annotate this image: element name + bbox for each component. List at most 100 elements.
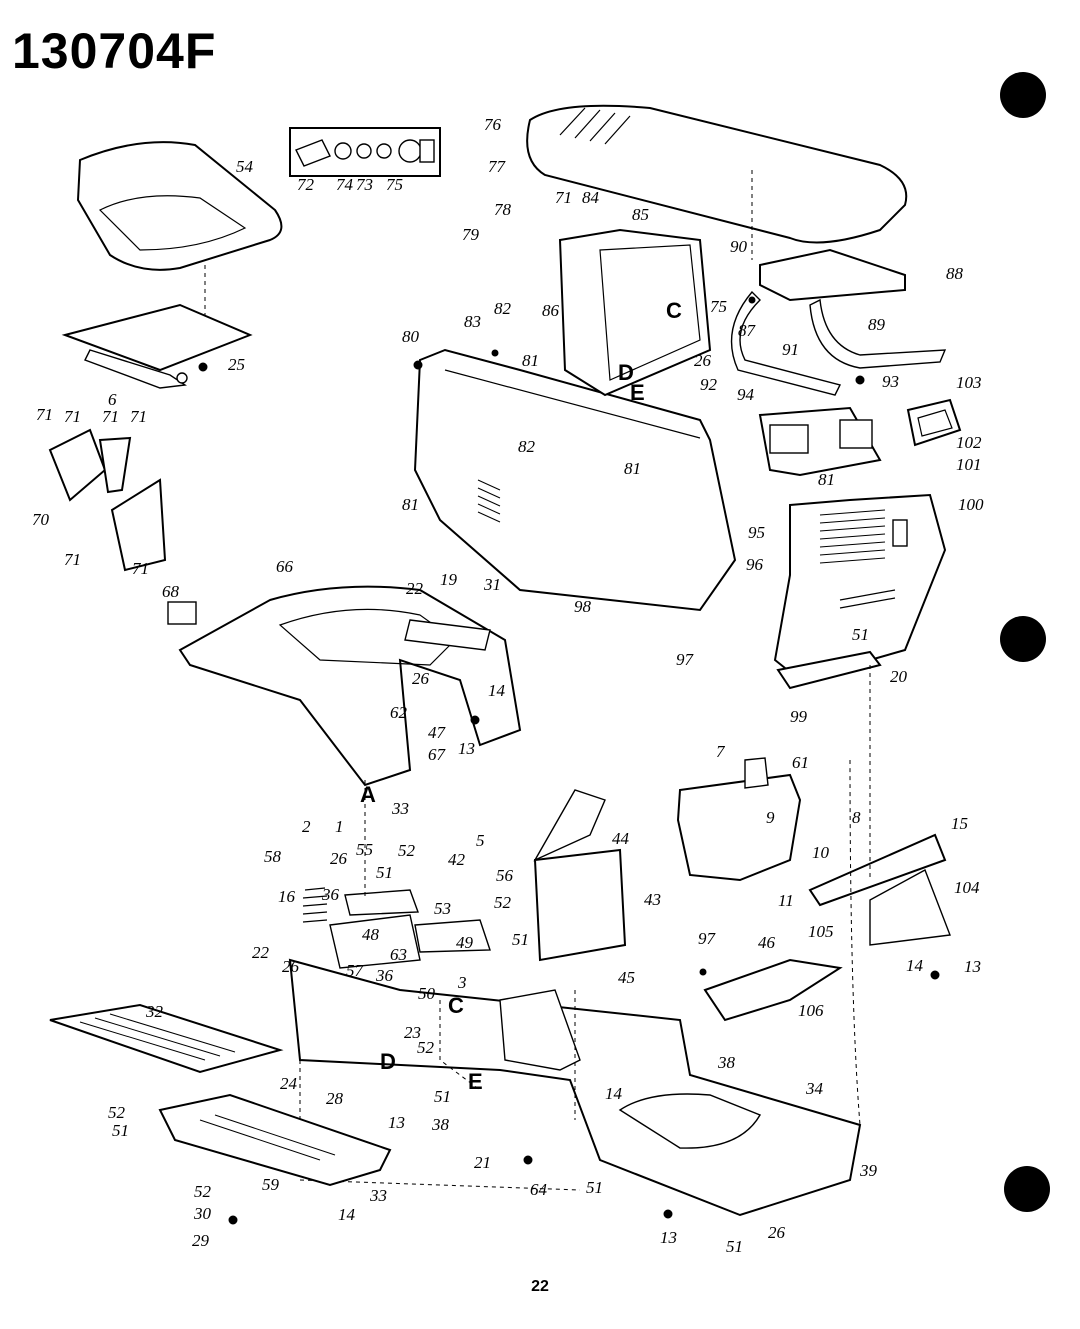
leader-lines: [364, 665, 871, 1126]
part-number-callout: 38: [431, 1115, 450, 1134]
footrest-part: [49, 1003, 284, 1074]
part-number-callout: 104: [954, 878, 980, 897]
part-number-callout: 80: [402, 327, 420, 346]
part-number-callout: 48: [362, 925, 380, 944]
part-number-callout: 101: [956, 455, 982, 474]
part-number-callout: 54: [236, 157, 254, 176]
part-number-callout: 26: [412, 669, 430, 688]
seat-part: [76, 141, 283, 345]
part-number-callout: 71: [555, 188, 572, 207]
part-number-callout: 51: [376, 863, 393, 882]
section-letter-callout: A: [360, 782, 376, 807]
part-number-callout: 98: [574, 597, 592, 616]
support-bars-part: [730, 248, 947, 396]
part-number-callout: 7: [716, 742, 726, 761]
page-title: 130704F: [12, 23, 217, 79]
part-number-callout: 66: [276, 557, 294, 576]
part-number-callout: 91: [782, 340, 799, 359]
part-number-callout: 29: [192, 1231, 210, 1250]
part-number-callout: 63: [390, 945, 407, 964]
part-number-callout: 77: [488, 157, 507, 176]
part-number-callout: 83: [464, 312, 481, 331]
part-number-callout: 71: [36, 405, 53, 424]
section-letter-callout: E: [468, 1069, 483, 1094]
fastener-markers: [198, 296, 940, 1225]
section-letter-callout: D: [380, 1049, 396, 1074]
part-number-callout: 53: [434, 899, 451, 918]
part-number-callout: 13: [660, 1228, 677, 1247]
part-number-callout: 33: [369, 1186, 387, 1205]
part-number-callout: 64: [530, 1180, 548, 1199]
cover-plate-part: [703, 958, 843, 1022]
part-number-callout: 19: [440, 570, 458, 589]
part-number-callout: 82: [518, 437, 536, 456]
fender-part: [167, 585, 522, 787]
lever-assembly-part: [48, 428, 167, 572]
part-number-callout: 52: [417, 1038, 435, 1057]
page-number: 22: [531, 1278, 549, 1295]
part-number-callout: 22: [252, 943, 270, 962]
part-number-callout: 22: [406, 579, 424, 598]
part-number-callout: 67: [428, 745, 447, 764]
part-number-callout: 92: [700, 375, 718, 394]
part-number-callout: 75: [386, 175, 403, 194]
section-letter-callout: E: [630, 380, 645, 405]
part-number-callout: 74: [336, 175, 354, 194]
part-number-callout: 20: [890, 667, 908, 686]
part-number-callout: 71: [64, 550, 81, 569]
part-number-callout: 55: [356, 840, 373, 859]
dash-panel-part: [413, 348, 737, 612]
hood-part: [526, 104, 908, 260]
part-number-callout: 52: [108, 1103, 126, 1122]
part-number-callout: 36: [321, 885, 340, 904]
battery-part: [533, 789, 627, 962]
part-number-callout: 14: [906, 956, 924, 975]
part-number-callout: 71: [102, 407, 119, 426]
part-number-callout: 52: [194, 1182, 212, 1201]
part-number-callout: 90: [730, 237, 748, 256]
part-number-callout: 95: [748, 523, 765, 542]
part-number-callout: 57: [346, 961, 365, 980]
part-number-callout: 43: [644, 890, 661, 909]
part-number-callout: 13: [388, 1113, 405, 1132]
part-number-callout: 10: [812, 843, 830, 862]
bumper-part: [776, 650, 882, 690]
part-number-callout: 78: [494, 200, 512, 219]
part-number-callout: 13: [458, 739, 475, 758]
part-number-callout: 97: [676, 650, 695, 669]
headlight-part: [906, 398, 962, 447]
part-number-callout: 99: [790, 707, 808, 726]
part-number-callout: 33: [391, 799, 409, 818]
part-number-callout: 31: [483, 575, 501, 594]
part-number-callout: 71: [130, 407, 147, 426]
part-number-callout: 81: [624, 459, 641, 478]
part-number-callout: 97: [698, 929, 717, 948]
part-number-callout: 93: [882, 372, 899, 391]
part-number-callout: 94: [737, 385, 755, 404]
section-letter-callout: C: [448, 993, 464, 1018]
part-number-callout: 47: [428, 723, 447, 742]
part-number-callout: 81: [522, 351, 539, 370]
part-number-callout: 46: [758, 933, 776, 952]
rear-bracket-part: [808, 833, 951, 946]
margin-dot-marker: [1004, 1166, 1050, 1212]
part-number-callout: 26: [694, 351, 712, 370]
section-letter-callout: D: [618, 360, 634, 385]
part-number-callout: 30: [193, 1204, 212, 1223]
part-number-callout: 26: [768, 1223, 786, 1242]
part-number-callout: 68: [162, 582, 180, 601]
part-number-callout: 86: [542, 301, 560, 320]
part-number-callout: 13: [964, 957, 981, 976]
part-number-callout: 87: [738, 321, 757, 340]
part-number-callout: 51: [434, 1087, 451, 1106]
part-number-callout: 2: [302, 817, 311, 836]
part-number-callout: 14: [605, 1084, 623, 1103]
part-number-callout: 52: [494, 893, 512, 912]
part-number-callout: 79: [462, 225, 480, 244]
part-number-callout: 6: [108, 390, 117, 409]
part-number-callout: 85: [632, 205, 649, 224]
part-number-callout: 5: [476, 831, 485, 850]
headlight-bracket-part: [758, 406, 882, 477]
part-number-callout: 42: [448, 850, 466, 869]
